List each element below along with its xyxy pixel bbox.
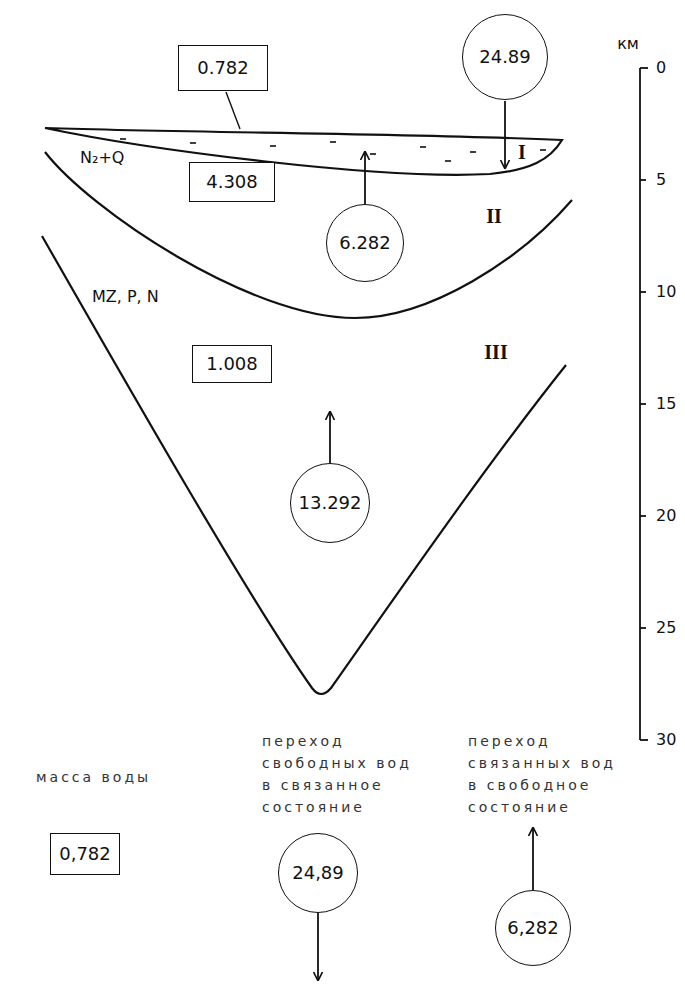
value-number: 4.308 (206, 172, 258, 192)
legend-caption: переход связанных вод в свободное состоя… (468, 730, 630, 818)
text-label: км (617, 35, 639, 53)
layer-numeral: I (518, 141, 526, 163)
text-label: 0 (656, 59, 666, 77)
value-number: 1.008 (206, 354, 258, 374)
value-number: 6.282 (339, 233, 391, 253)
flow-arrow (364, 152, 366, 204)
layer-numeral: III (484, 341, 507, 363)
value-number: 24,89 (292, 863, 344, 883)
depth-scale (640, 68, 648, 740)
value-number: 0.782 (197, 58, 249, 78)
text-label: 15 (656, 395, 676, 413)
flux-circle: 24,89 (278, 833, 358, 913)
value-number: 6,282 (507, 918, 559, 938)
flux-circle: 6,282 (495, 890, 571, 966)
text-label: 20 (656, 507, 676, 525)
text-label: 5 (656, 171, 666, 189)
mass-box: 0,782 (50, 833, 120, 875)
text-label: N₂+Q (80, 149, 124, 167)
flux-circle: 6.282 (326, 204, 404, 282)
layer-one (45, 128, 562, 175)
mass-box: 1.008 (192, 345, 272, 383)
text-label: 30 (656, 731, 676, 749)
legend-caption: масса воды (36, 766, 151, 788)
flux-circle: 13.292 (290, 463, 370, 543)
layer-two-base (45, 152, 572, 318)
layer-three-base (42, 236, 566, 694)
flux-circle: 24.89 (462, 14, 548, 100)
layer-numeral: II (486, 205, 502, 227)
flow-arrow (329, 412, 331, 463)
water-dashes (120, 139, 546, 161)
mass-box: 0.782 (178, 45, 268, 91)
flow-arrow (317, 913, 319, 980)
mass-box: 4.308 (189, 162, 275, 202)
flow-arrow (504, 101, 506, 168)
flow-arrow (532, 828, 534, 890)
legend-caption: переход свободных вод в связанное состоя… (262, 730, 424, 818)
value-number: 24.89 (479, 47, 531, 67)
leader-line (226, 92, 240, 129)
value-number: 13.292 (299, 493, 362, 513)
value-number: 0,782 (59, 844, 111, 864)
text-label: MZ, P, N (92, 288, 159, 306)
text-label: 25 (656, 619, 676, 637)
text-label: 10 (656, 283, 676, 301)
